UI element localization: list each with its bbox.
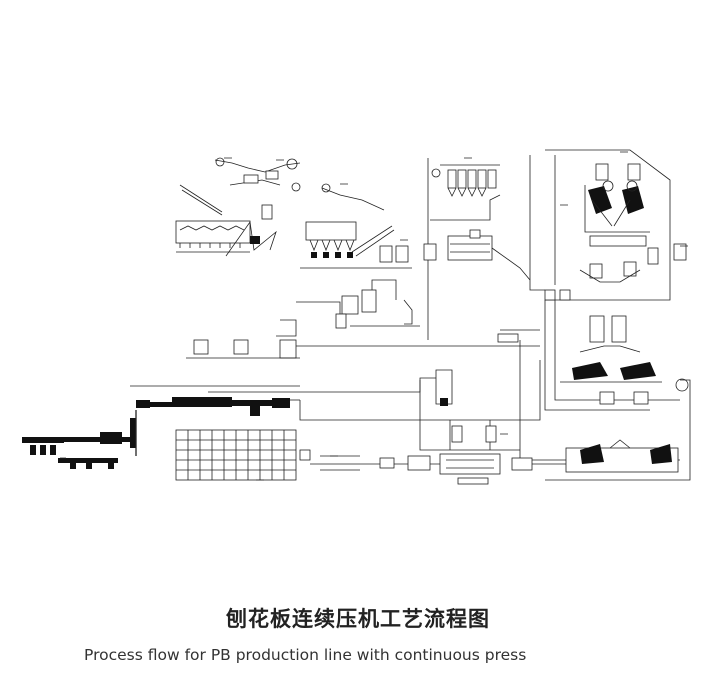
diagram-subtitle: Process flow for PB production line with… <box>84 646 527 664</box>
equipment-tags <box>60 151 688 481</box>
forming-section <box>435 333 519 443</box>
drying-section <box>423 158 531 340</box>
board-storage-grid <box>175 429 311 481</box>
chip-preparation-section <box>175 157 412 269</box>
blending-section <box>186 279 420 359</box>
process-flow-diagram <box>22 149 691 485</box>
sanding-line <box>310 453 566 485</box>
pressing-section <box>560 315 689 473</box>
diagram-title: 刨花板连续压机工艺流程图 <box>226 607 490 631</box>
finishing-section <box>22 397 300 469</box>
screening-section <box>529 149 687 301</box>
